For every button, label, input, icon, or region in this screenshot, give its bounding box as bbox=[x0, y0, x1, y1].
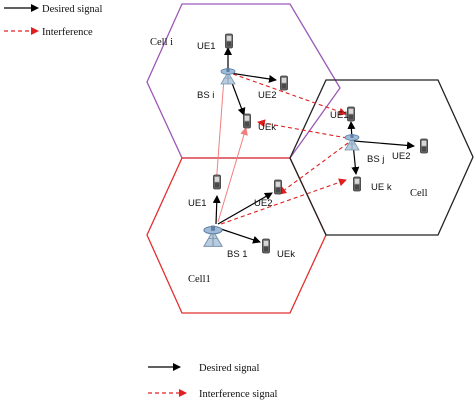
cell-1-ue2-label: UE2 bbox=[254, 198, 272, 209]
cell1-cross-links bbox=[212, 77, 248, 223]
bottom-legend-desired-label: Desired signal bbox=[199, 363, 259, 374]
cell-j-uek-label: UE k bbox=[371, 182, 392, 193]
cell-1-ue1-phone-icon bbox=[213, 174, 221, 190]
intf-bsj-cell1-ue2 bbox=[278, 142, 349, 195]
cell-i-ue2-phone-icon bbox=[280, 75, 288, 91]
cell-1-uek-phone-icon bbox=[262, 238, 270, 254]
cell-j-ue2-label: UE2 bbox=[392, 151, 410, 162]
bs-i-icon bbox=[220, 67, 236, 85]
cell-j-uek-phone-icon bbox=[353, 176, 361, 192]
cell-j-ue2-phone-icon bbox=[420, 138, 428, 154]
cell-1-hexagon bbox=[146, 157, 327, 314]
cell-i-ue2-label: UE2 bbox=[258, 90, 276, 101]
cell-i-uek-label: UEk bbox=[258, 122, 276, 133]
cell-i-ue1-phone-icon bbox=[225, 33, 233, 49]
cell-i-uek-phone-icon bbox=[243, 113, 251, 129]
intf-bsj-celli-uek bbox=[257, 119, 348, 139]
link-bsj-ue2 bbox=[353, 140, 415, 150]
cell-j-ue1-phone-icon bbox=[347, 106, 355, 122]
cell-j-hexagon bbox=[289, 79, 474, 236]
bottom-legend: Desired signal Interference signal bbox=[148, 363, 277, 400]
bs-i-label: BS i bbox=[197, 90, 214, 101]
intf-bsi-cellj-ue1 bbox=[232, 73, 347, 116]
top-legend: Desired signal Interference bbox=[4, 4, 102, 38]
link-bs1-uek bbox=[217, 227, 261, 244]
bs-1-icon bbox=[203, 224, 223, 248]
legend-interference-label: Interference bbox=[42, 27, 93, 38]
cell-1-ue2-phone-icon bbox=[274, 179, 282, 195]
desired-links bbox=[212, 47, 415, 244]
cell-1-uek-label: UEk bbox=[277, 249, 295, 260]
intf-bs1-cellj-uek bbox=[220, 178, 347, 225]
cell-j-label: Cell bbox=[410, 188, 428, 199]
bs-j-icon bbox=[344, 133, 360, 151]
cell-1-label: Cell1 bbox=[188, 274, 211, 285]
cell-i-ue1-label: UE1 bbox=[197, 41, 215, 52]
link-bsi-ue2 bbox=[229, 72, 277, 83]
bs-1-label: BS 1 bbox=[227, 249, 248, 260]
interference-links bbox=[220, 73, 349, 225]
link-bs1-cell-i-uek bbox=[217, 127, 248, 223]
cell-i-label: Cell i bbox=[150, 37, 173, 48]
link-bs1-ue1 bbox=[212, 195, 221, 225]
link-bs1-ue2 bbox=[217, 192, 273, 225]
link-bsi-cell1-ue1 bbox=[212, 77, 225, 187]
bs-j-label: BS j bbox=[367, 154, 384, 165]
cell-1-ue1-label: UE1 bbox=[188, 198, 206, 209]
legend-desired-label: Desired signal bbox=[42, 4, 102, 15]
bottom-legend-interference-label: Interference signal bbox=[199, 389, 277, 400]
cell-j-ue1-label: UE1 bbox=[330, 110, 348, 121]
